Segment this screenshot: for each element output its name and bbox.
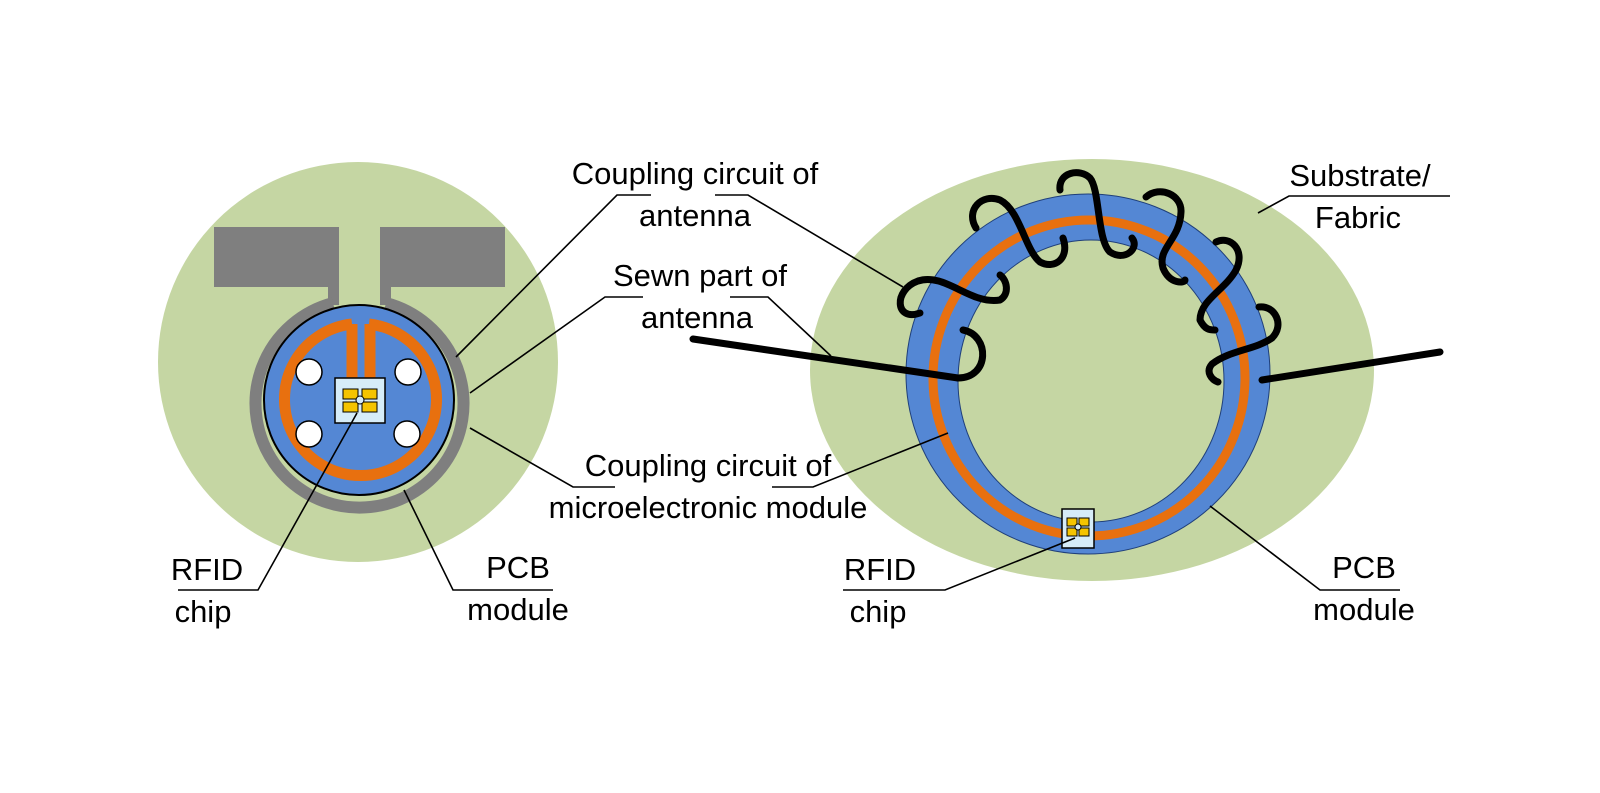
coupling-module-label-line2: microelectronic module xyxy=(549,490,868,525)
coupling-antenna-label-line2: antenna xyxy=(639,198,752,233)
left-pcb-leader xyxy=(403,489,553,591)
right-pcb-leader xyxy=(1209,505,1400,591)
right-rfid-label-line2: chip xyxy=(850,594,907,629)
right-pcb-label-line1: PCB xyxy=(1332,550,1396,585)
sewn-antenna-thread xyxy=(689,169,1444,386)
sewn-part-leader-left xyxy=(469,296,643,394)
left-rfid-label-line2: chip xyxy=(175,594,232,629)
stitch-2 xyxy=(896,271,1010,319)
left-hole-top-left xyxy=(295,358,323,386)
stitch-7 xyxy=(1205,303,1282,386)
left-rfid-label-line1: RFID xyxy=(171,552,243,587)
left-antenna-pad-right xyxy=(380,227,505,287)
stitch-1 xyxy=(954,326,987,382)
left-hole-bottom-right xyxy=(393,420,421,448)
left-antenna-neck-right xyxy=(380,280,391,305)
left-pcb-label-line1: PCB xyxy=(486,550,550,585)
stitch-4 xyxy=(1056,169,1138,259)
coupling-module-leader-left xyxy=(469,427,615,488)
left-antenna-ring xyxy=(249,297,470,514)
coupling-antenna-label-line1: Coupling circuit of xyxy=(572,156,819,191)
left-rfid-chip xyxy=(334,377,386,424)
right-substrate-leader xyxy=(1257,195,1450,214)
stitch-3 xyxy=(969,195,1069,268)
shared-labels: Coupling circuit of antenna Sewn part of… xyxy=(455,156,949,525)
left-hole-top-right xyxy=(394,358,422,386)
stitch-5 xyxy=(1142,188,1189,286)
left-coupling-circuit xyxy=(279,318,442,482)
coupling-antenna-leader-left xyxy=(455,194,651,358)
right-pcb-label-line2: module xyxy=(1313,592,1415,627)
thread-tail-right xyxy=(1258,348,1444,384)
thread-tail-left xyxy=(689,335,962,382)
left-rfid-leader xyxy=(178,412,358,591)
left-pcb-label-line2: module xyxy=(467,592,569,627)
right-diagram: Substrate/ Fabric RFID chip PCB module xyxy=(689,158,1450,629)
left-antenna xyxy=(214,227,505,305)
sewn-part-label-line2: antenna xyxy=(641,300,754,335)
right-rfid-leader xyxy=(843,537,1076,591)
coupling-antenna-leader-right xyxy=(715,194,904,288)
sewn-part-label-line1: Sewn part of xyxy=(613,258,787,293)
left-antenna-pad-left xyxy=(214,227,339,287)
right-rfid-label-line1: RFID xyxy=(844,552,916,587)
stitch-6 xyxy=(1196,236,1243,334)
left-hole-bottom-left xyxy=(295,420,323,448)
right-substrate-label-line1: Substrate/ xyxy=(1289,158,1431,193)
right-substrate-label-line2: Fabric xyxy=(1315,200,1401,235)
right-rfid-chip xyxy=(1061,508,1095,549)
coupling-module-leader-right xyxy=(772,432,949,488)
coupling-module-label-line1: Coupling circuit of xyxy=(585,448,832,483)
left-diagram: RFID chip PCB module xyxy=(158,162,569,629)
left-antenna-neck-left xyxy=(328,280,339,305)
sewn-part-leader-right xyxy=(730,296,832,357)
